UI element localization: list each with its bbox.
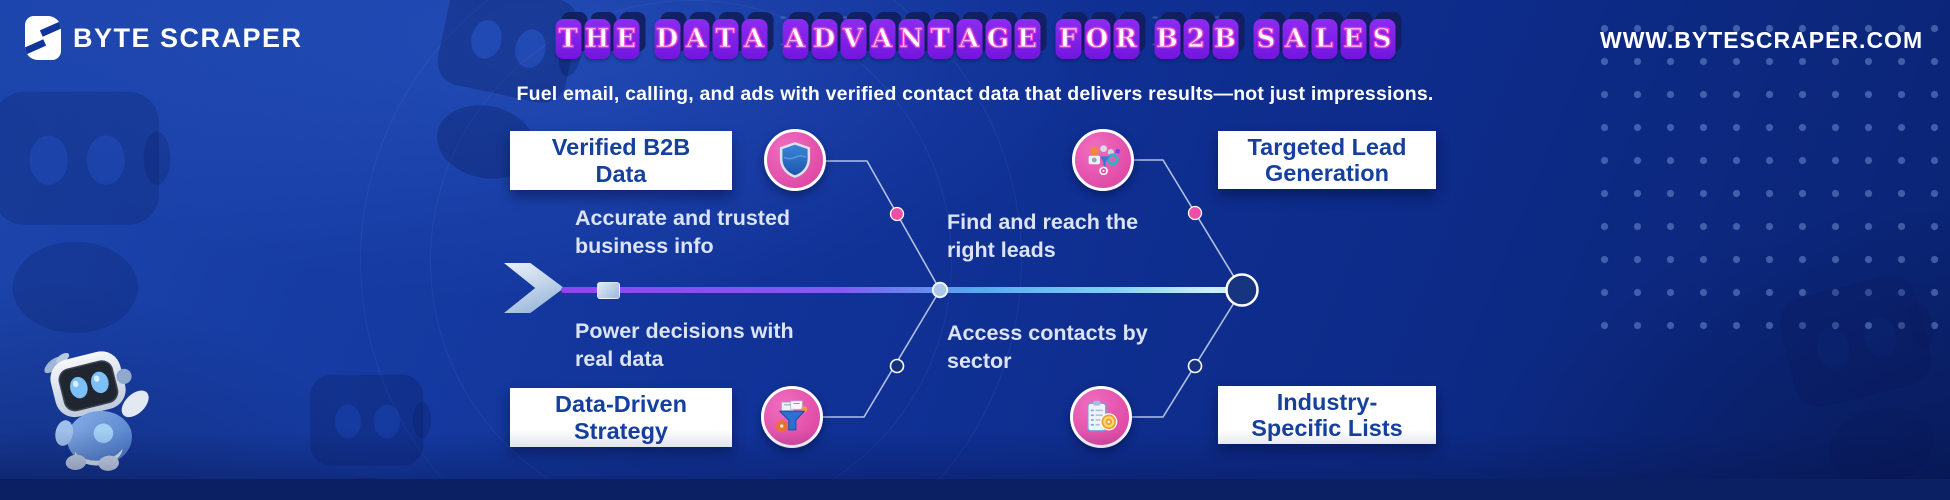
node-box-data-driven-strategy: Data-Driven Strategy [510,388,732,447]
flow-line-slider [597,282,620,299]
node-desc-targeted-lead-generation: Find and reach the right leads [947,209,1138,265]
connector-dot-pink [1187,205,1203,221]
s-mark-icon [25,16,61,60]
node-label: Verified B2B [551,134,691,161]
icon-badge [761,386,823,448]
icon-badge [1070,386,1132,448]
desc-line: right leads [947,237,1056,262]
marketing-cluster-icon [1088,145,1121,176]
node-box-targeted-lead-generation: Targeted Lead Generation [1218,131,1436,189]
node-label: Specific Lists [1251,415,1403,441]
deco-circle [360,0,1022,500]
node-label: Targeted Lead [1247,133,1407,160]
funnel-gear-icon [775,400,808,433]
checklist-target-icon [1087,400,1118,432]
desc-line: sector [947,348,1012,373]
desc-line: Access contacts by [947,321,1148,345]
page-subtitle: Fuel email, calling, and ads with verifi… [516,83,1434,105]
icon-badge [1072,129,1134,191]
node-desc-verified-b2b-data: Accurate and trusted business info [575,205,790,261]
bottom-strip [0,479,1950,500]
node-label: Generation [1264,160,1390,186]
bottom-fade [0,430,1950,480]
node-box-verified-b2b-data: Verified B2B Data [510,131,732,190]
flow-main-line [561,287,1231,293]
node-label: Data [595,160,647,187]
junction-node [931,281,949,299]
node-label: Strategy [574,418,668,444]
desc-line: real data [575,346,664,371]
desc-line: Find and reach the [947,210,1139,234]
shield-icon [779,142,811,178]
desc-line: business info [575,233,714,258]
node-desc-data-driven-strategy: Power decisions with real data [575,318,794,374]
desc-line: Accurate and trusted [575,206,791,230]
icon-badge [764,129,826,191]
brand-logo: BYTE SCRAPER [25,16,303,60]
connector-dot-navy [889,358,905,374]
desc-line: Power decisions with [575,319,794,343]
brand-name: BYTE SCRAPER [73,22,303,53]
connector-dot-navy [1187,358,1203,374]
node-desc-industry-specific-lists: Access contacts by sector [947,320,1148,376]
node-box-industry-specific-lists: Industry- Specific Lists [1218,386,1436,444]
connector-dot-pink [889,206,905,222]
end-node [1225,273,1259,307]
node-label: Data-Driven [555,391,687,418]
website-url: WWW.BYTESCRAPER.COM [1600,27,1924,53]
node-label: Industry- [1276,388,1378,415]
robot-mascot [44,351,149,471]
